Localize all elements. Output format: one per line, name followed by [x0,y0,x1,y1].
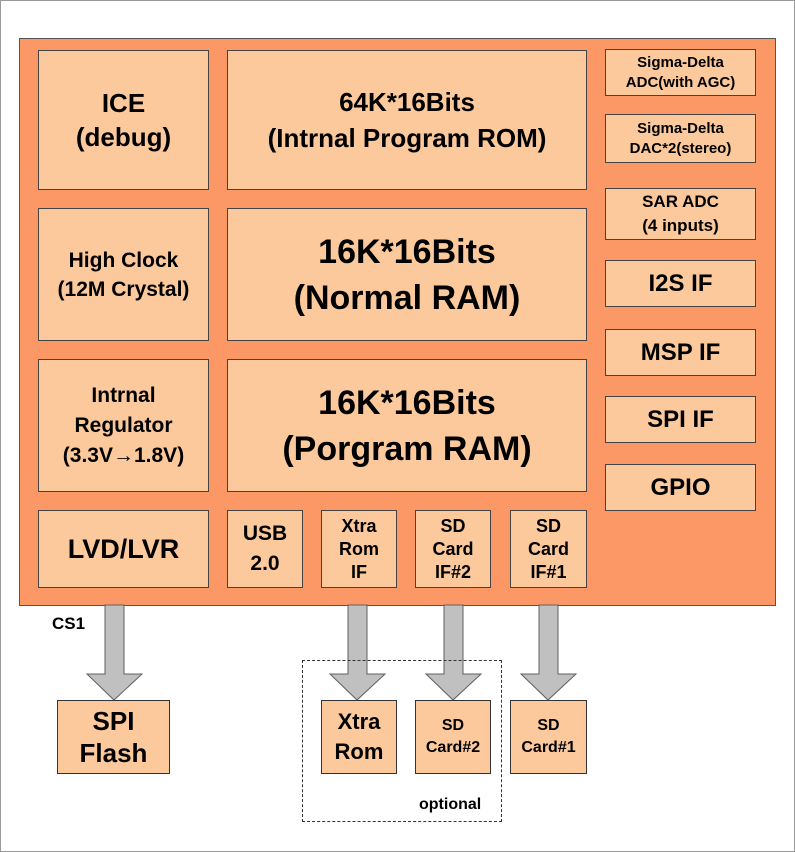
sd-card2-block: SD Card#2 [415,700,491,774]
xtra-rom-block: Xtra Rom [321,700,397,774]
optional-label: optional [419,796,482,813]
spi-flash-block: SPI Flash [57,700,170,774]
i2s-if-block: I2S IF [605,260,756,307]
xtra-rom-if-block: Xtra Rom IF [321,510,397,588]
normal-ram-block: 16K*16Bits (Normal RAM) [227,208,587,341]
gpio-block: GPIO [605,464,756,511]
usb-block: USB 2.0 [227,510,303,588]
sar-adc-block: SAR ADC (4 inputs) [605,188,756,240]
sigma-delta-dac-block: Sigma-Delta DAC*2(stereo) [605,114,756,163]
sd-card1-block: SD Card#1 [510,700,587,774]
arrow-spi-flash [85,604,144,701]
arrow-sd-card2 [424,604,483,701]
sigma-delta-adc-block: Sigma-Delta ADC(with AGC) [605,49,756,96]
arrow-sd-card1 [519,604,578,701]
program-ram-block: 16K*16Bits (Porgram RAM) [227,359,587,492]
high-clock-block: High Clock (12M Crystal) [38,208,209,341]
internal-regulator-block: Intrnal Regulator (3.3V→1.8V) [38,359,209,492]
cs1-label: CS1 [52,614,86,633]
arrow-xtra-rom [328,604,387,701]
ice-block: ICE (debug) [38,50,209,190]
sd-card-if2-block: SD Card IF#2 [415,510,491,588]
lvd-lvr-block: LVD/LVR [38,510,209,588]
optional-group-border [302,660,502,822]
msp-if-block: MSP IF [605,329,756,376]
sd-card-if1-block: SD Card IF#1 [510,510,587,588]
program-rom-block: 64K*16Bits (Intrnal Program ROM) [227,50,587,190]
spi-if-block: SPI IF [605,396,756,443]
